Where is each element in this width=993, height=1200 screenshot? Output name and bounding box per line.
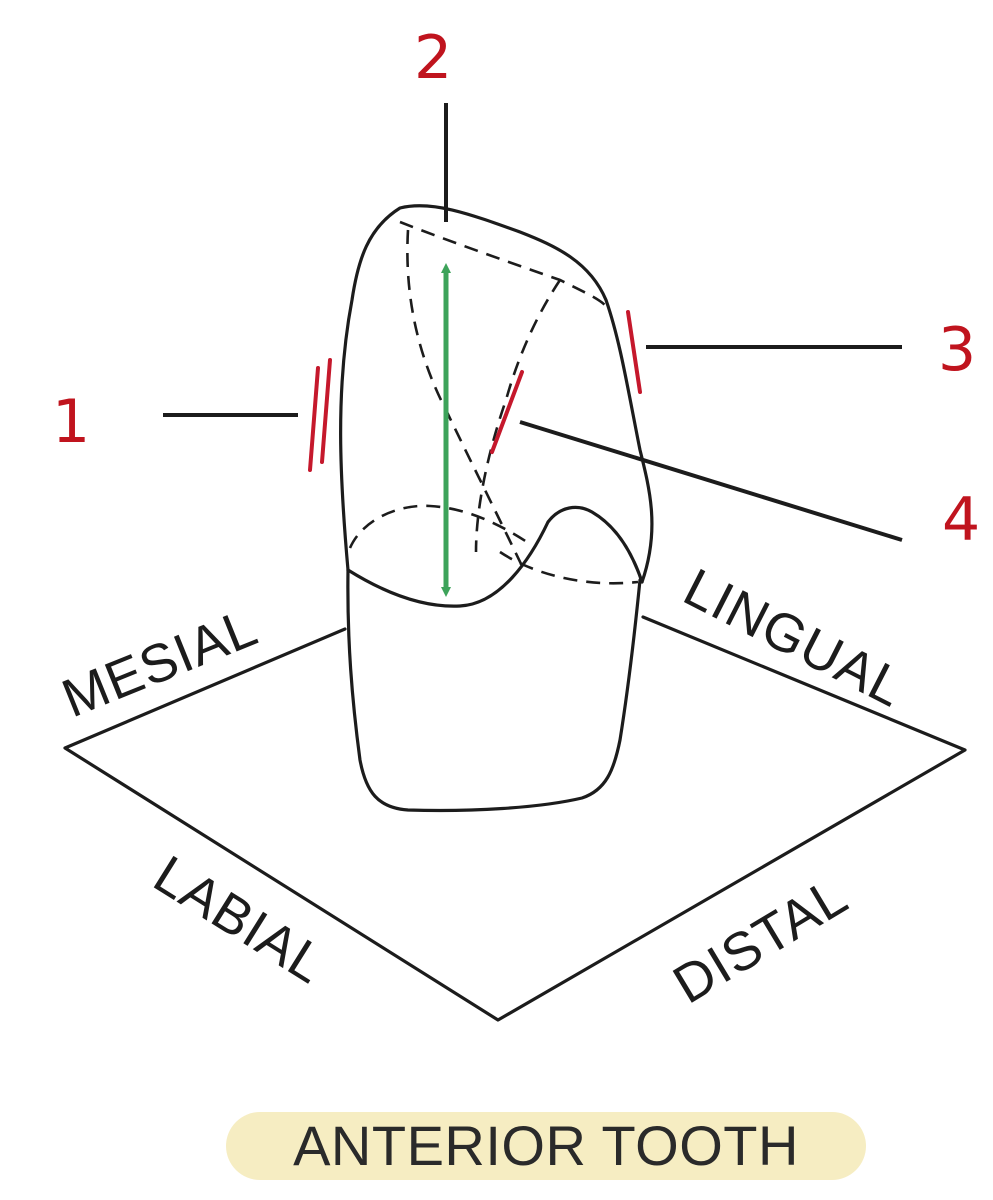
cervical-line xyxy=(346,505,644,608)
red-mark-4 xyxy=(490,370,524,454)
label-lingual: LINGUAL xyxy=(675,557,914,719)
dashed-labial-ridge xyxy=(406,229,524,567)
tooth-crown-outline xyxy=(339,204,654,584)
label-distal: DISTAL xyxy=(663,865,858,1015)
dashed-cervical-lingual xyxy=(499,550,639,585)
dashed-incisal-edge xyxy=(399,220,607,307)
caption-highlight xyxy=(226,1112,866,1180)
red-mark-1a xyxy=(308,366,320,472)
dashed-cervical-back xyxy=(348,504,531,549)
label-labial: LABIAL xyxy=(144,844,336,995)
callout-number-1: 1 xyxy=(52,387,90,457)
red-mark-1b xyxy=(320,358,332,464)
red-mark-3 xyxy=(626,310,642,394)
callout-number-3: 3 xyxy=(938,315,976,385)
tooth-root xyxy=(346,568,642,813)
diagram-caption: ANTERIOR TOOTH xyxy=(293,1114,799,1177)
base-plane xyxy=(63,615,967,1022)
leader-line-4 xyxy=(519,420,903,542)
dashed-lingual-ridge xyxy=(474,279,562,553)
callout-number-4: 4 xyxy=(942,485,980,555)
callout-number-2: 2 xyxy=(414,23,452,93)
